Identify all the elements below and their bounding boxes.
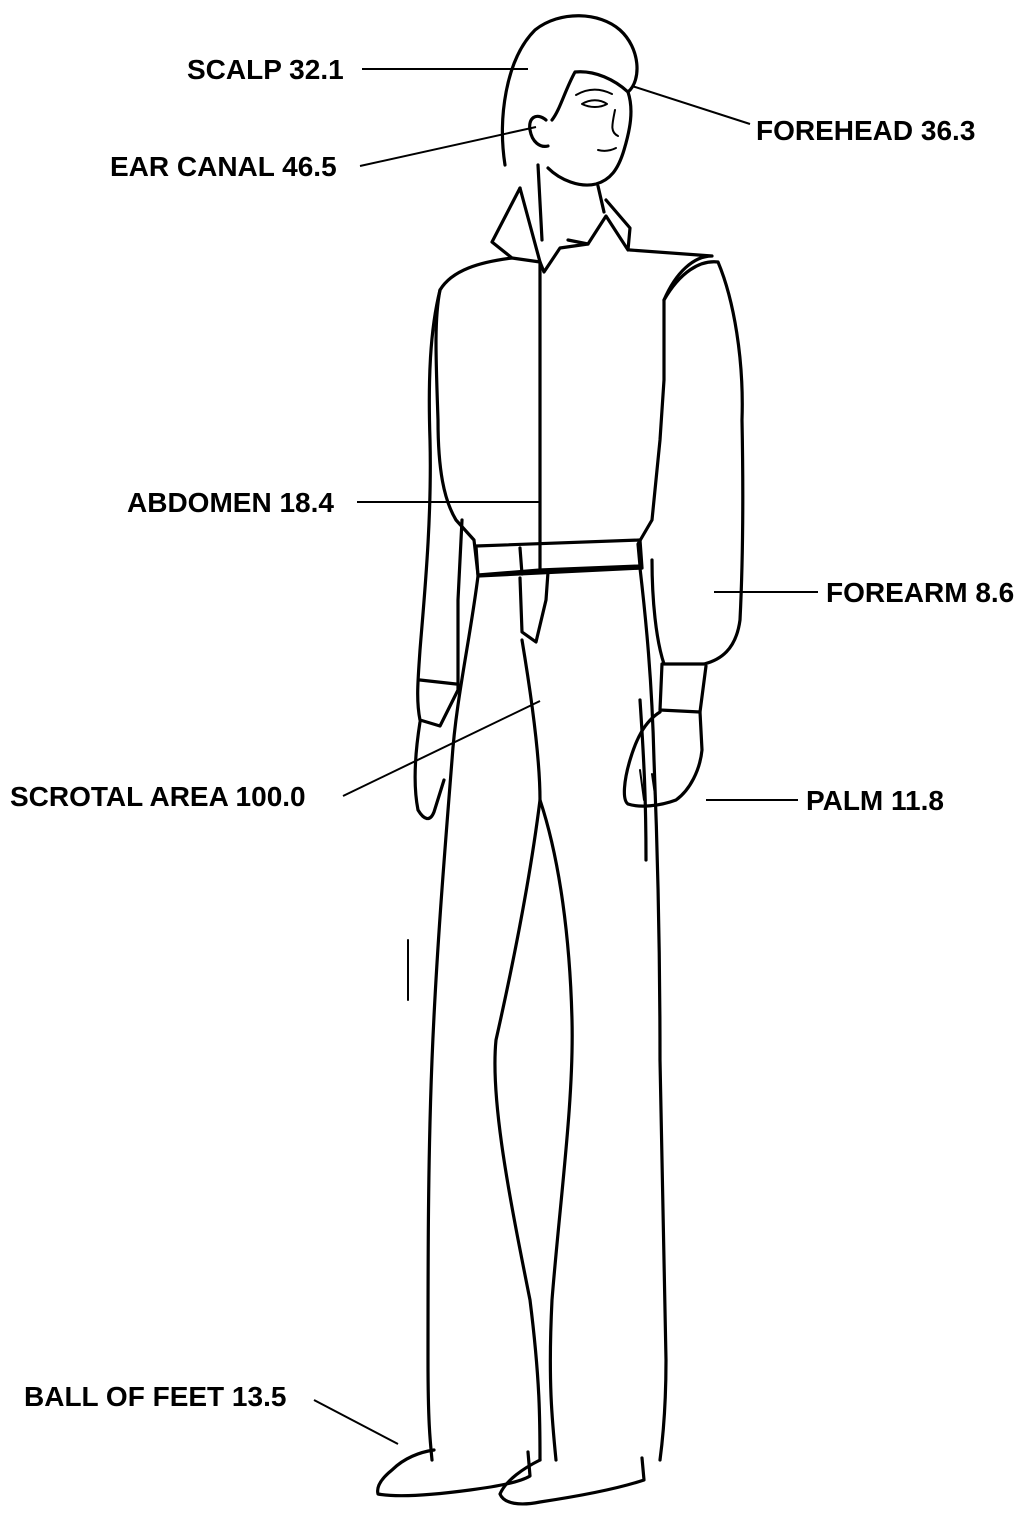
eyebrow <box>576 90 612 95</box>
forearm-label: FOREARM 8.6 <box>826 577 1014 608</box>
scrotal-area-label: SCROTAL AREA 100.0 <box>10 781 306 812</box>
left-arm <box>418 290 462 726</box>
left-shoe <box>378 1450 530 1496</box>
neck <box>538 165 542 240</box>
forehead-leader <box>632 86 750 124</box>
human-figure-illustration <box>378 16 743 1504</box>
palm-label: PALM 11.8 <box>806 785 944 816</box>
right-hand <box>624 712 702 806</box>
ear-canal-leader <box>360 127 536 166</box>
ball-of-feet-leader <box>314 1400 398 1444</box>
right-cuff <box>660 664 706 712</box>
nose <box>612 110 618 136</box>
left-hand <box>415 722 444 819</box>
trousers-right-leg <box>640 568 666 1460</box>
eye <box>582 100 607 107</box>
hair <box>503 16 638 165</box>
left-cuff <box>420 680 456 684</box>
ear-canal-label: EAR CANAL 46.5 <box>110 151 337 182</box>
trousers-left-leg <box>428 576 478 1460</box>
trousers-inseam <box>495 640 540 1460</box>
shirt-torso <box>436 250 712 575</box>
ball-of-feet-label: BALL OF FEET 13.5 <box>24 1381 286 1412</box>
trousers-crotch <box>540 800 572 1460</box>
right-sleeve <box>652 262 743 664</box>
trouser-fly <box>520 572 548 642</box>
scrotal-area-leader <box>343 701 540 796</box>
forehead-label: FOREHEAD 36.3 <box>756 115 975 146</box>
mouth <box>598 148 616 151</box>
abdomen-label: ABDOMEN 18.4 <box>127 487 334 518</box>
waistband <box>476 540 642 576</box>
leader-lines <box>314 69 818 1444</box>
ear <box>530 116 548 146</box>
scalp-label: SCALP 32.1 <box>187 54 344 85</box>
